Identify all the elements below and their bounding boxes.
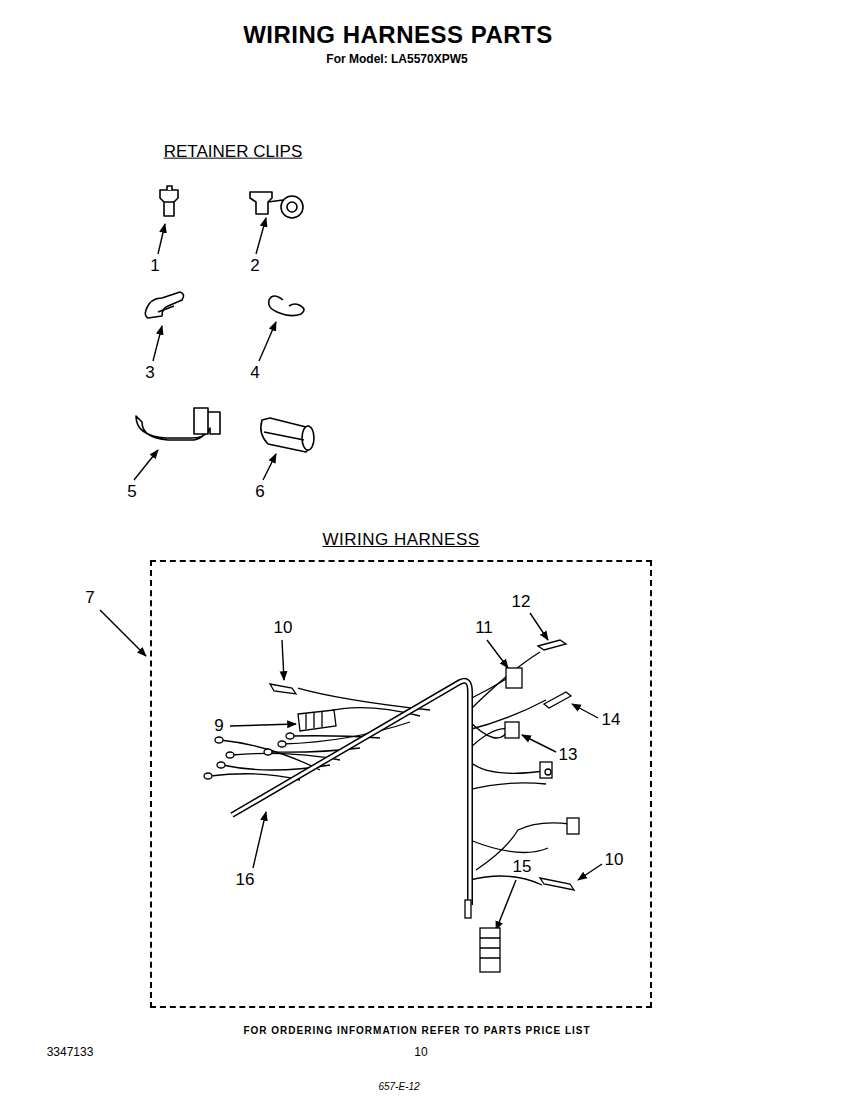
callout-number: 11 (475, 619, 493, 638)
retainer-clips (136, 186, 314, 452)
callout-number: 3 (145, 364, 154, 383)
page-code: 3347133 (47, 1046, 94, 1059)
callout-number: 13 (559, 746, 578, 765)
footer-note: FOR ORDERING INFORMATION REFER TO PARTS … (243, 1025, 590, 1036)
callout-number: 10 (274, 619, 293, 638)
wiring-harness-drawing (210, 652, 570, 885)
page-title: WIRING HARNESS PARTS (243, 21, 553, 49)
callout-number: 5 (127, 483, 136, 502)
callout-number: 12 (512, 593, 531, 612)
connectors-terminals (204, 640, 579, 972)
harness-trunk-inner (232, 681, 470, 905)
callout-number: 6 (255, 483, 264, 502)
callout-number: 15 (513, 858, 532, 877)
callout-number: 9 (214, 717, 223, 736)
section-heading: RETAINER CLIPS (164, 143, 303, 162)
callout-number: 2 (250, 257, 259, 276)
handwritten-note: 657-E-12 (378, 1081, 419, 1092)
callout-number: 1 (150, 257, 159, 276)
callout-number: 7 (85, 589, 94, 608)
page-code: 10 (414, 1046, 427, 1059)
harness-trunk (232, 681, 470, 905)
section-heading: WIRING HARNESS (322, 530, 479, 550)
dashed-harness-box: WIRING HARNESS (150, 560, 652, 1008)
callout-number: 10 (605, 851, 624, 870)
callout-number: 4 (250, 364, 259, 383)
model-line: For Model: LA5570XPW5 (326, 53, 467, 66)
callout-number: 16 (236, 871, 255, 890)
leader-lines (100, 218, 602, 930)
callout-number: 14 (602, 711, 621, 730)
